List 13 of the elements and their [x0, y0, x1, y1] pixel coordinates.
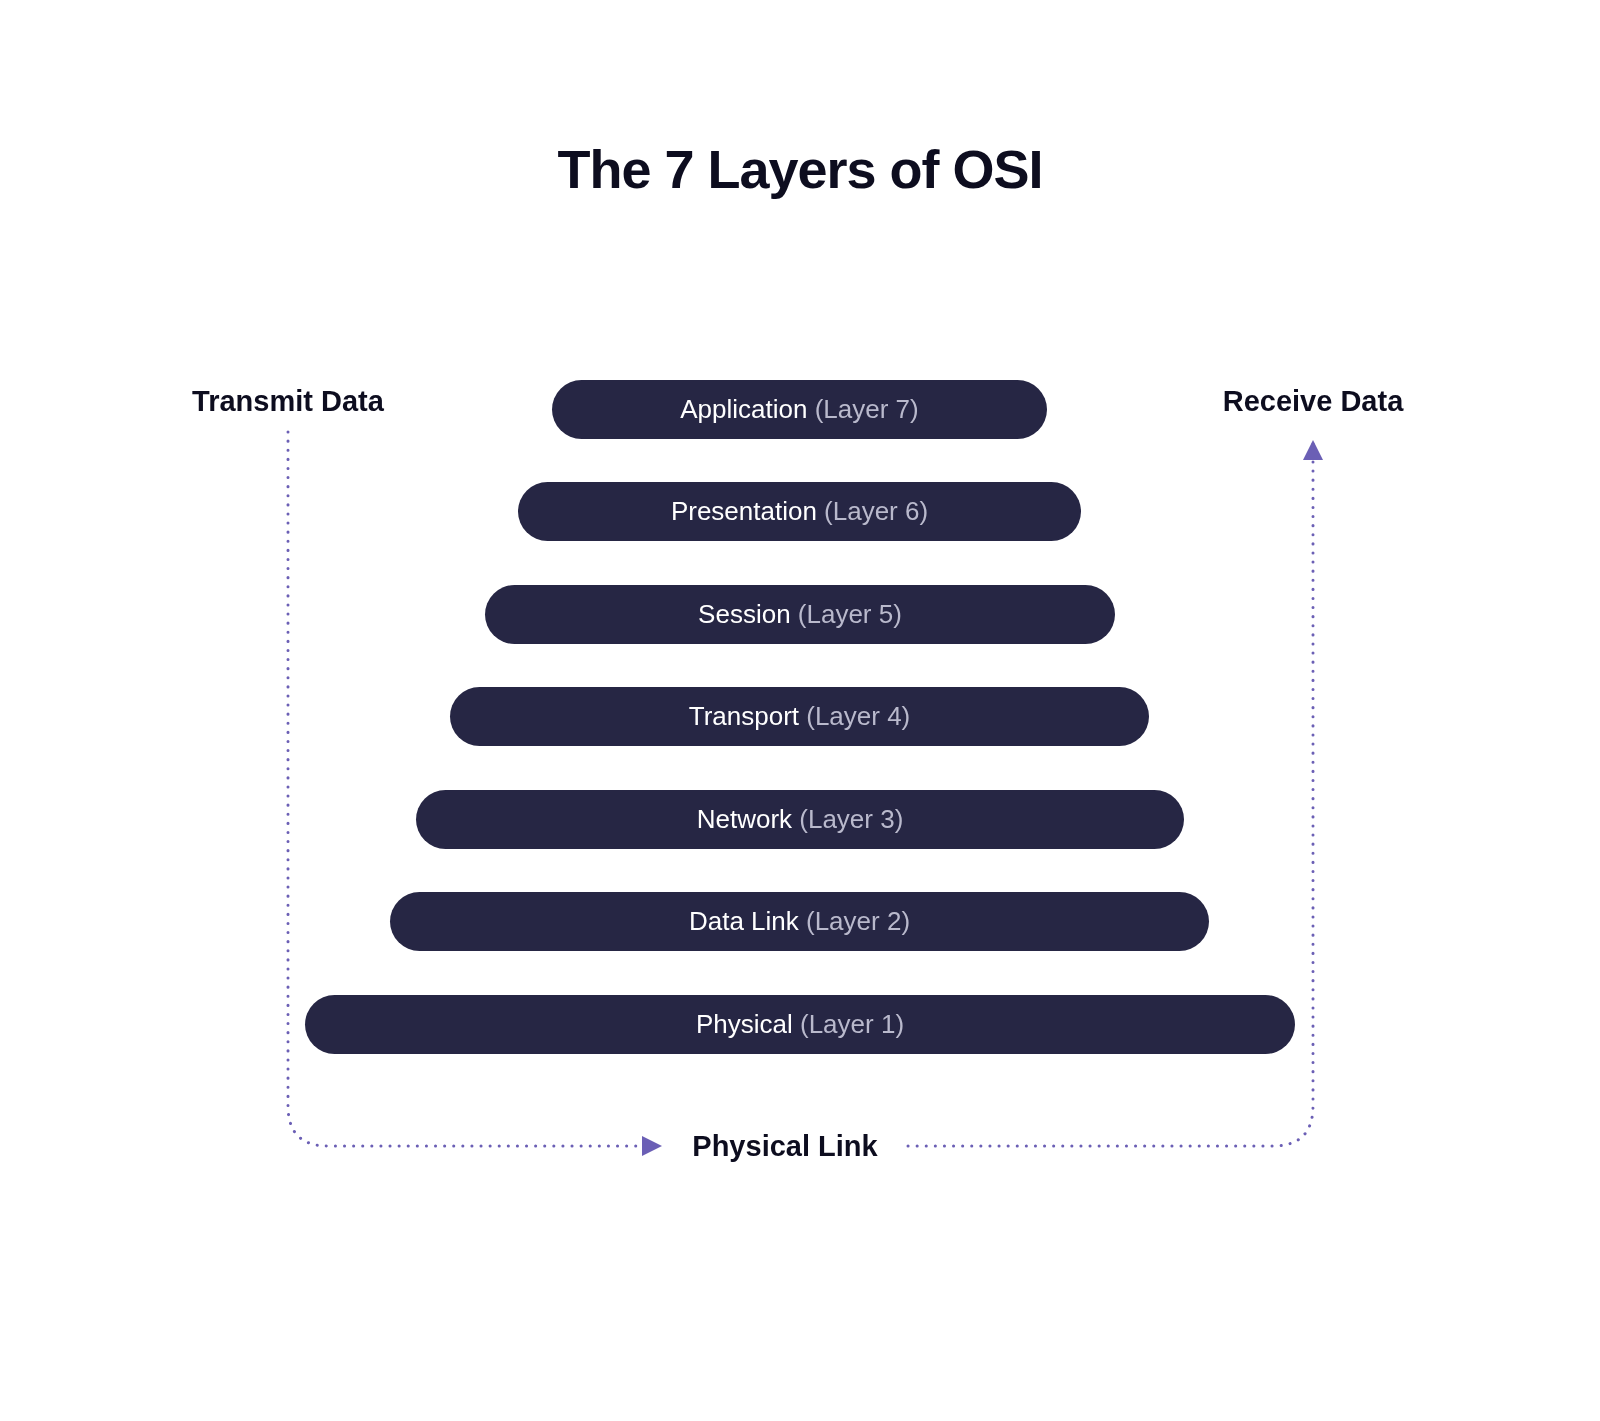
dotted-arrow — [286, 430, 664, 1156]
layer-label: Data Link (Layer 2) — [688, 906, 911, 937]
layer-label: Application (Layer 7) — [680, 394, 919, 425]
label-text: Transmit Data — [192, 384, 384, 418]
layer-label: Presentation (Layer 6) — [670, 496, 929, 527]
layer-label: Network (Layer 3) — [696, 804, 904, 835]
title: The 7 Layers of OSI — [556, 138, 1044, 200]
layer-label: Physical (Layer 1) — [695, 1009, 905, 1040]
label-text: Physical Link — [692, 1129, 878, 1163]
label-text: Receive Data — [1222, 384, 1404, 418]
layer-label: Session (Layer 5) — [698, 599, 902, 630]
layer-label: Transport (Layer 4) — [688, 701, 911, 732]
dotted-arrow — [906, 438, 1323, 1148]
